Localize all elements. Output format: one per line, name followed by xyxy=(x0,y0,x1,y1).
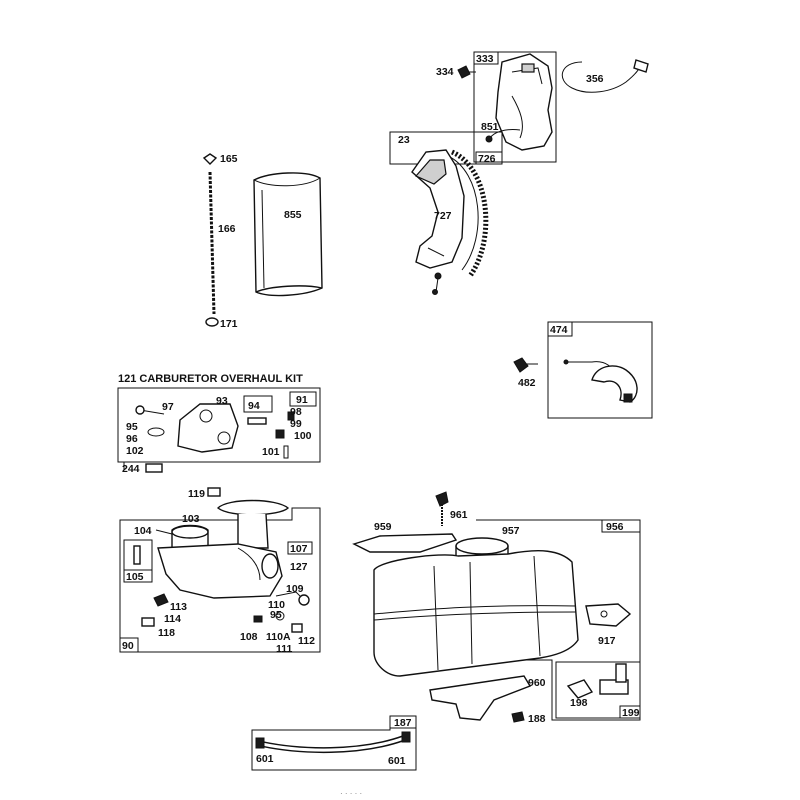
label-90: 90 xyxy=(122,640,134,652)
label-199: 199 xyxy=(622,707,640,719)
label-188: 188 xyxy=(528,713,546,725)
label-119: 119 xyxy=(188,488,205,500)
ignition-armature-group: 333 334 851 356 xyxy=(436,51,649,163)
label-855: 855 xyxy=(284,209,302,221)
rod-and-filter-group: 165 166 171 855 xyxy=(202,153,323,330)
label-127: 127 xyxy=(290,561,308,573)
label-727: 727 xyxy=(434,210,452,222)
label-23: 23 xyxy=(398,134,410,146)
label-187: 187 xyxy=(394,717,412,729)
label-334: 334 xyxy=(436,66,454,78)
label-171: 171 xyxy=(220,318,238,330)
label-482: 482 xyxy=(518,377,536,389)
label-957: 957 xyxy=(502,525,520,537)
label-94: 94 xyxy=(248,400,260,412)
label-105: 105 xyxy=(126,571,144,583)
label-851: 851 xyxy=(481,121,499,133)
flywheel-brake-group: 23 726 727 xyxy=(389,131,503,295)
label-118: 118 xyxy=(158,627,175,639)
label-98: 98 xyxy=(290,406,302,418)
label-103: 103 xyxy=(182,513,200,525)
label-95b: 95 xyxy=(270,609,282,621)
label-726: 726 xyxy=(478,153,496,165)
label-100: 100 xyxy=(294,430,312,442)
label-107: 107 xyxy=(290,543,308,555)
footer-text: · · · · · xyxy=(340,789,362,798)
label-108: 108 xyxy=(240,631,258,643)
label-97: 97 xyxy=(162,401,174,413)
label-102: 102 xyxy=(126,445,144,457)
label-104: 104 xyxy=(134,525,152,537)
carburetor-kit-group: 121 CARBURETOR OVERHAUL KIT 94 91 97 93 … xyxy=(117,373,321,463)
label-95: 95 xyxy=(126,421,138,433)
label-244: 244 xyxy=(122,463,140,475)
carburetor-group: 90 119 103 104 107 127 105 113 114 118 1 xyxy=(119,487,321,655)
fuel-tank-group: 956 961 959 957 917 960 188 199 xyxy=(352,491,641,725)
label-91: 91 xyxy=(296,394,308,406)
kit-title: 121 CARBURETOR OVERHAUL KIT xyxy=(118,373,303,385)
label-114: 114 xyxy=(164,613,181,625)
label-198: 198 xyxy=(570,697,588,709)
label-113: 113 xyxy=(170,601,187,613)
label-110a: 110A xyxy=(266,631,291,643)
label-601a: 601 xyxy=(256,753,274,765)
label-960: 960 xyxy=(528,677,546,689)
label-917: 917 xyxy=(598,635,616,647)
label-956: 956 xyxy=(606,521,624,533)
label-111: 111 xyxy=(276,643,293,655)
label-109: 109 xyxy=(286,583,304,595)
harness-474-group: 474 482 xyxy=(513,321,653,419)
label-601b: 601 xyxy=(388,755,406,767)
label-356: 356 xyxy=(586,73,604,85)
label-959: 959 xyxy=(374,521,392,533)
label-112: 112 xyxy=(298,635,315,647)
label-165: 165 xyxy=(220,153,238,165)
screw-244: 244 xyxy=(122,462,163,475)
label-166: 166 xyxy=(218,223,236,235)
label-99: 99 xyxy=(290,418,302,430)
fuel-line-group: 187 601 601 xyxy=(251,715,417,771)
label-96: 96 xyxy=(126,433,138,445)
label-101: 101 xyxy=(262,446,280,458)
label-961: 961 xyxy=(450,509,468,521)
label-110: 110 xyxy=(268,599,285,611)
label-474: 474 xyxy=(550,324,568,336)
label-93: 93 xyxy=(216,395,228,407)
label-333: 333 xyxy=(476,53,494,65)
